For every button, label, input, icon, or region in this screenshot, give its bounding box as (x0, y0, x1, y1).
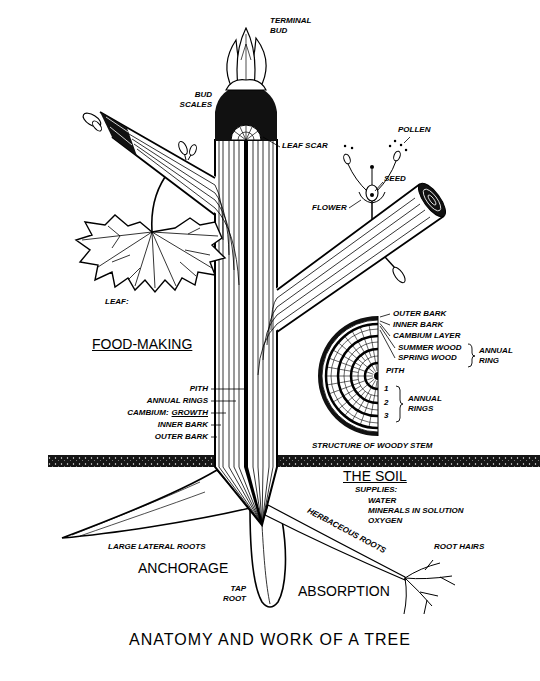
cut-end-ring (427, 194, 437, 206)
part-label: TERMINAL BUD (270, 16, 322, 36)
part-label: OXYGEN (368, 516, 402, 526)
left-branch-edges (100, 112, 215, 215)
section-leaders (380, 314, 395, 358)
seed-leader (375, 182, 383, 191)
part-label: OUTER BARK (393, 309, 446, 319)
section-heading: ABSORPTION (298, 583, 390, 600)
flower-stem (371, 201, 373, 220)
ring-number: 3 (384, 411, 388, 421)
trunk-leaders (211, 389, 246, 437)
branch-cut-end (414, 179, 451, 221)
branch-bud (391, 265, 408, 284)
anther (342, 153, 351, 164)
leaf-veins (82, 226, 218, 288)
herbaceous-root (265, 505, 405, 580)
pollen-leader (404, 137, 410, 143)
twig-bud (188, 144, 197, 156)
twig-bud (177, 140, 189, 156)
section-heading: THE SOIL (343, 468, 407, 485)
part-label: OUTER BARK (155, 432, 208, 442)
part-label: STRUCTURE OF WOODY STEM (312, 441, 432, 451)
left-branch-fill (100, 112, 218, 215)
leaf-scar (231, 125, 261, 140)
bud-scale (226, 80, 266, 90)
part-label: SUMMER WOOD (398, 343, 462, 353)
part-label: ANNUAL RINGS (408, 394, 454, 414)
trunk-ring-lines (219, 140, 273, 525)
part-label: ANNUAL RINGS (147, 396, 208, 406)
part-label: SUPPLIES: (355, 485, 397, 495)
stigma (370, 165, 374, 169)
left-branch-tip (100, 112, 137, 156)
part-label: SEED (384, 174, 406, 184)
outer-bark-ring (318, 316, 378, 436)
leaf-scar-leader (263, 137, 280, 147)
leaf-scar-lines (234, 125, 258, 140)
tap-root-line (262, 525, 270, 604)
seed-dot (370, 193, 374, 197)
section-pith (374, 372, 378, 380)
trunk-pith (244, 140, 263, 525)
part-label: INNER BARK (393, 320, 443, 330)
diagram-title: ANATOMY AND WORK OF A TREE (0, 630, 540, 650)
part-label: CAMBIUM LAYER (393, 331, 460, 341)
anther (392, 150, 401, 161)
part-label: SPRING WOOD (398, 353, 457, 363)
section-heading: FOOD-MAKING (92, 336, 192, 353)
inner-bark-edge (322, 320, 378, 432)
part-label: GROWTH (172, 408, 208, 418)
part-label: ANNUAL RING (479, 346, 525, 366)
part-label: WATER (368, 496, 396, 506)
cut-end-ring (420, 187, 444, 214)
branch-bud (91, 119, 103, 132)
part-label: LEAF: (105, 297, 129, 307)
part-label: INNER BARK (158, 420, 208, 430)
pistil-style (372, 169, 373, 185)
bud-stub (385, 257, 395, 268)
bud-lines (241, 34, 251, 80)
annual-ring-bracket (468, 344, 475, 367)
leaf-stalk (152, 177, 165, 232)
part-label: ROOT HAIRS (434, 542, 484, 552)
part-label: LEAF SCAR (282, 141, 328, 151)
lateral-root-lines (72, 482, 205, 536)
section-edge (378, 316, 379, 436)
bud-scale (237, 28, 255, 86)
part-label: BUD SCALES (172, 90, 212, 110)
soil-band (48, 455, 540, 467)
ovary (366, 185, 378, 201)
part-label: PITH (190, 384, 208, 394)
ring-number: 1 (384, 384, 388, 394)
left-tip-rings (106, 117, 132, 145)
part-label: LARGE LATERAL ROOTS (108, 542, 205, 552)
lateral-root (62, 470, 250, 538)
root-hairs (404, 560, 455, 614)
section-heading: ANCHORAGE (138, 560, 228, 577)
part-label: PITH (386, 366, 404, 376)
part-label: CAMBIUM: (127, 408, 168, 418)
part-label: POLLEN (398, 125, 430, 135)
part-label: FLOWER (312, 203, 347, 213)
flower-leader (349, 200, 361, 208)
part-label: TAP ROOT (214, 584, 246, 604)
pollen-grains (345, 141, 406, 150)
ring-number: 2 (384, 398, 388, 408)
annual-rings-bracket (396, 386, 403, 422)
part-label: MINERALS IN SOLUTION (368, 506, 464, 516)
leaf-blade (76, 215, 225, 292)
trunk-tip (215, 84, 277, 141)
